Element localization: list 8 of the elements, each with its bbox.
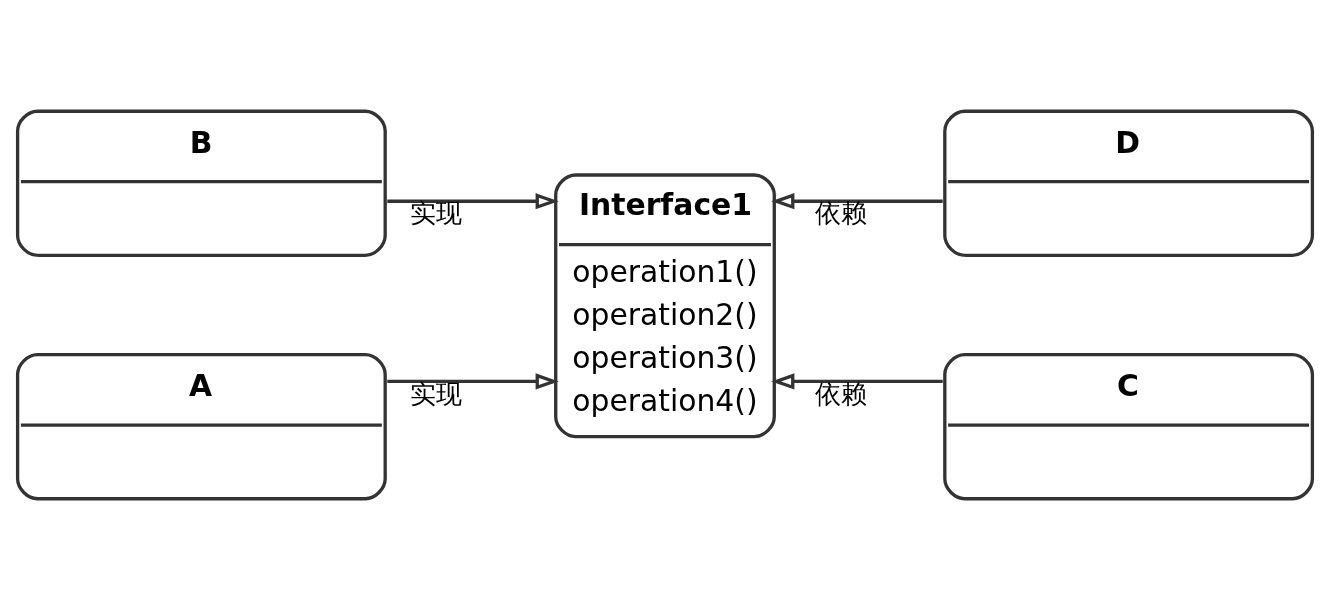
edge-label: 依赖 <box>815 377 868 409</box>
arrow <box>387 373 559 390</box>
arrow <box>771 193 943 210</box>
edge-label: 实现 <box>409 377 462 409</box>
edge-label: 实现 <box>409 197 462 229</box>
edge-label: 依赖 <box>815 197 868 229</box>
arrow <box>387 193 559 210</box>
arrow <box>771 373 943 390</box>
